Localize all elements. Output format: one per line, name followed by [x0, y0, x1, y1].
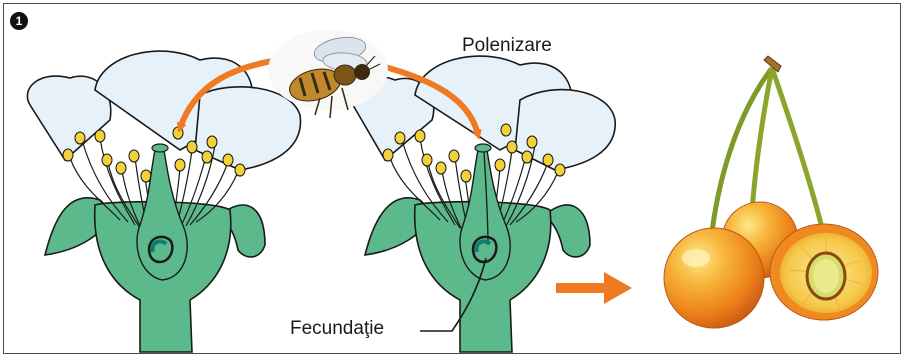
cherries-icon	[664, 56, 878, 328]
flower-before-pollination	[27, 51, 300, 352]
sepal	[545, 205, 590, 257]
pollination-label: Polenizare	[462, 35, 552, 57]
fertilization-label: Fecundaţie	[290, 318, 384, 340]
arrow-right-icon	[556, 272, 632, 304]
stigma	[152, 144, 168, 152]
stigma	[475, 144, 491, 152]
flower-after-pollination	[349, 56, 615, 352]
